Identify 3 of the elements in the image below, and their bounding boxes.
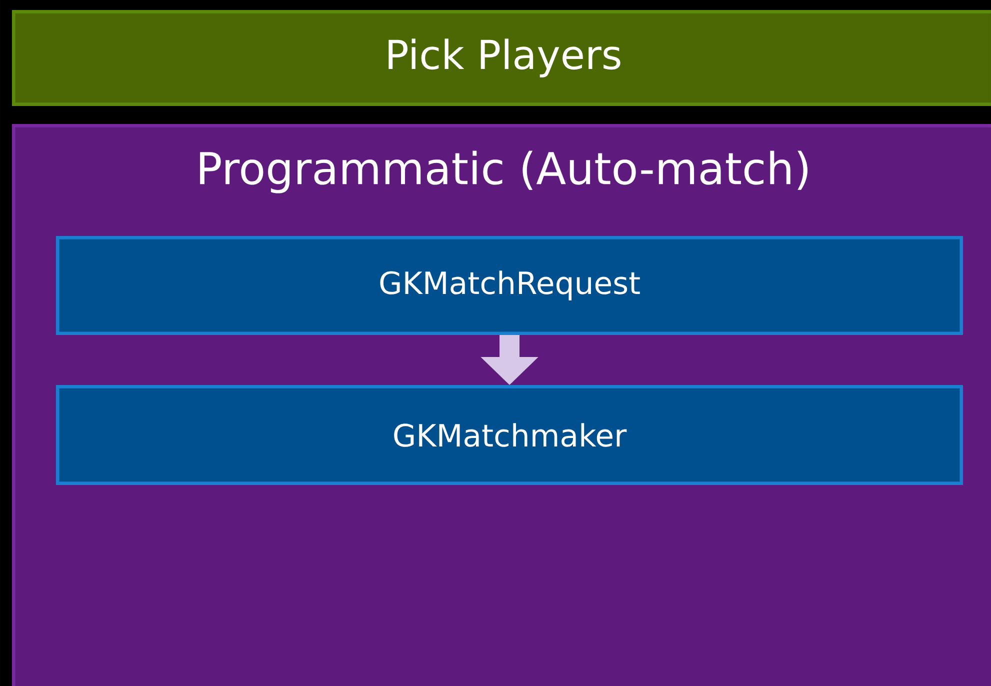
class-box: GKMatchRequest	[56, 236, 964, 336]
title-band: Pick Players	[12, 10, 991, 106]
class-box: GKMatchmaker	[56, 385, 964, 485]
